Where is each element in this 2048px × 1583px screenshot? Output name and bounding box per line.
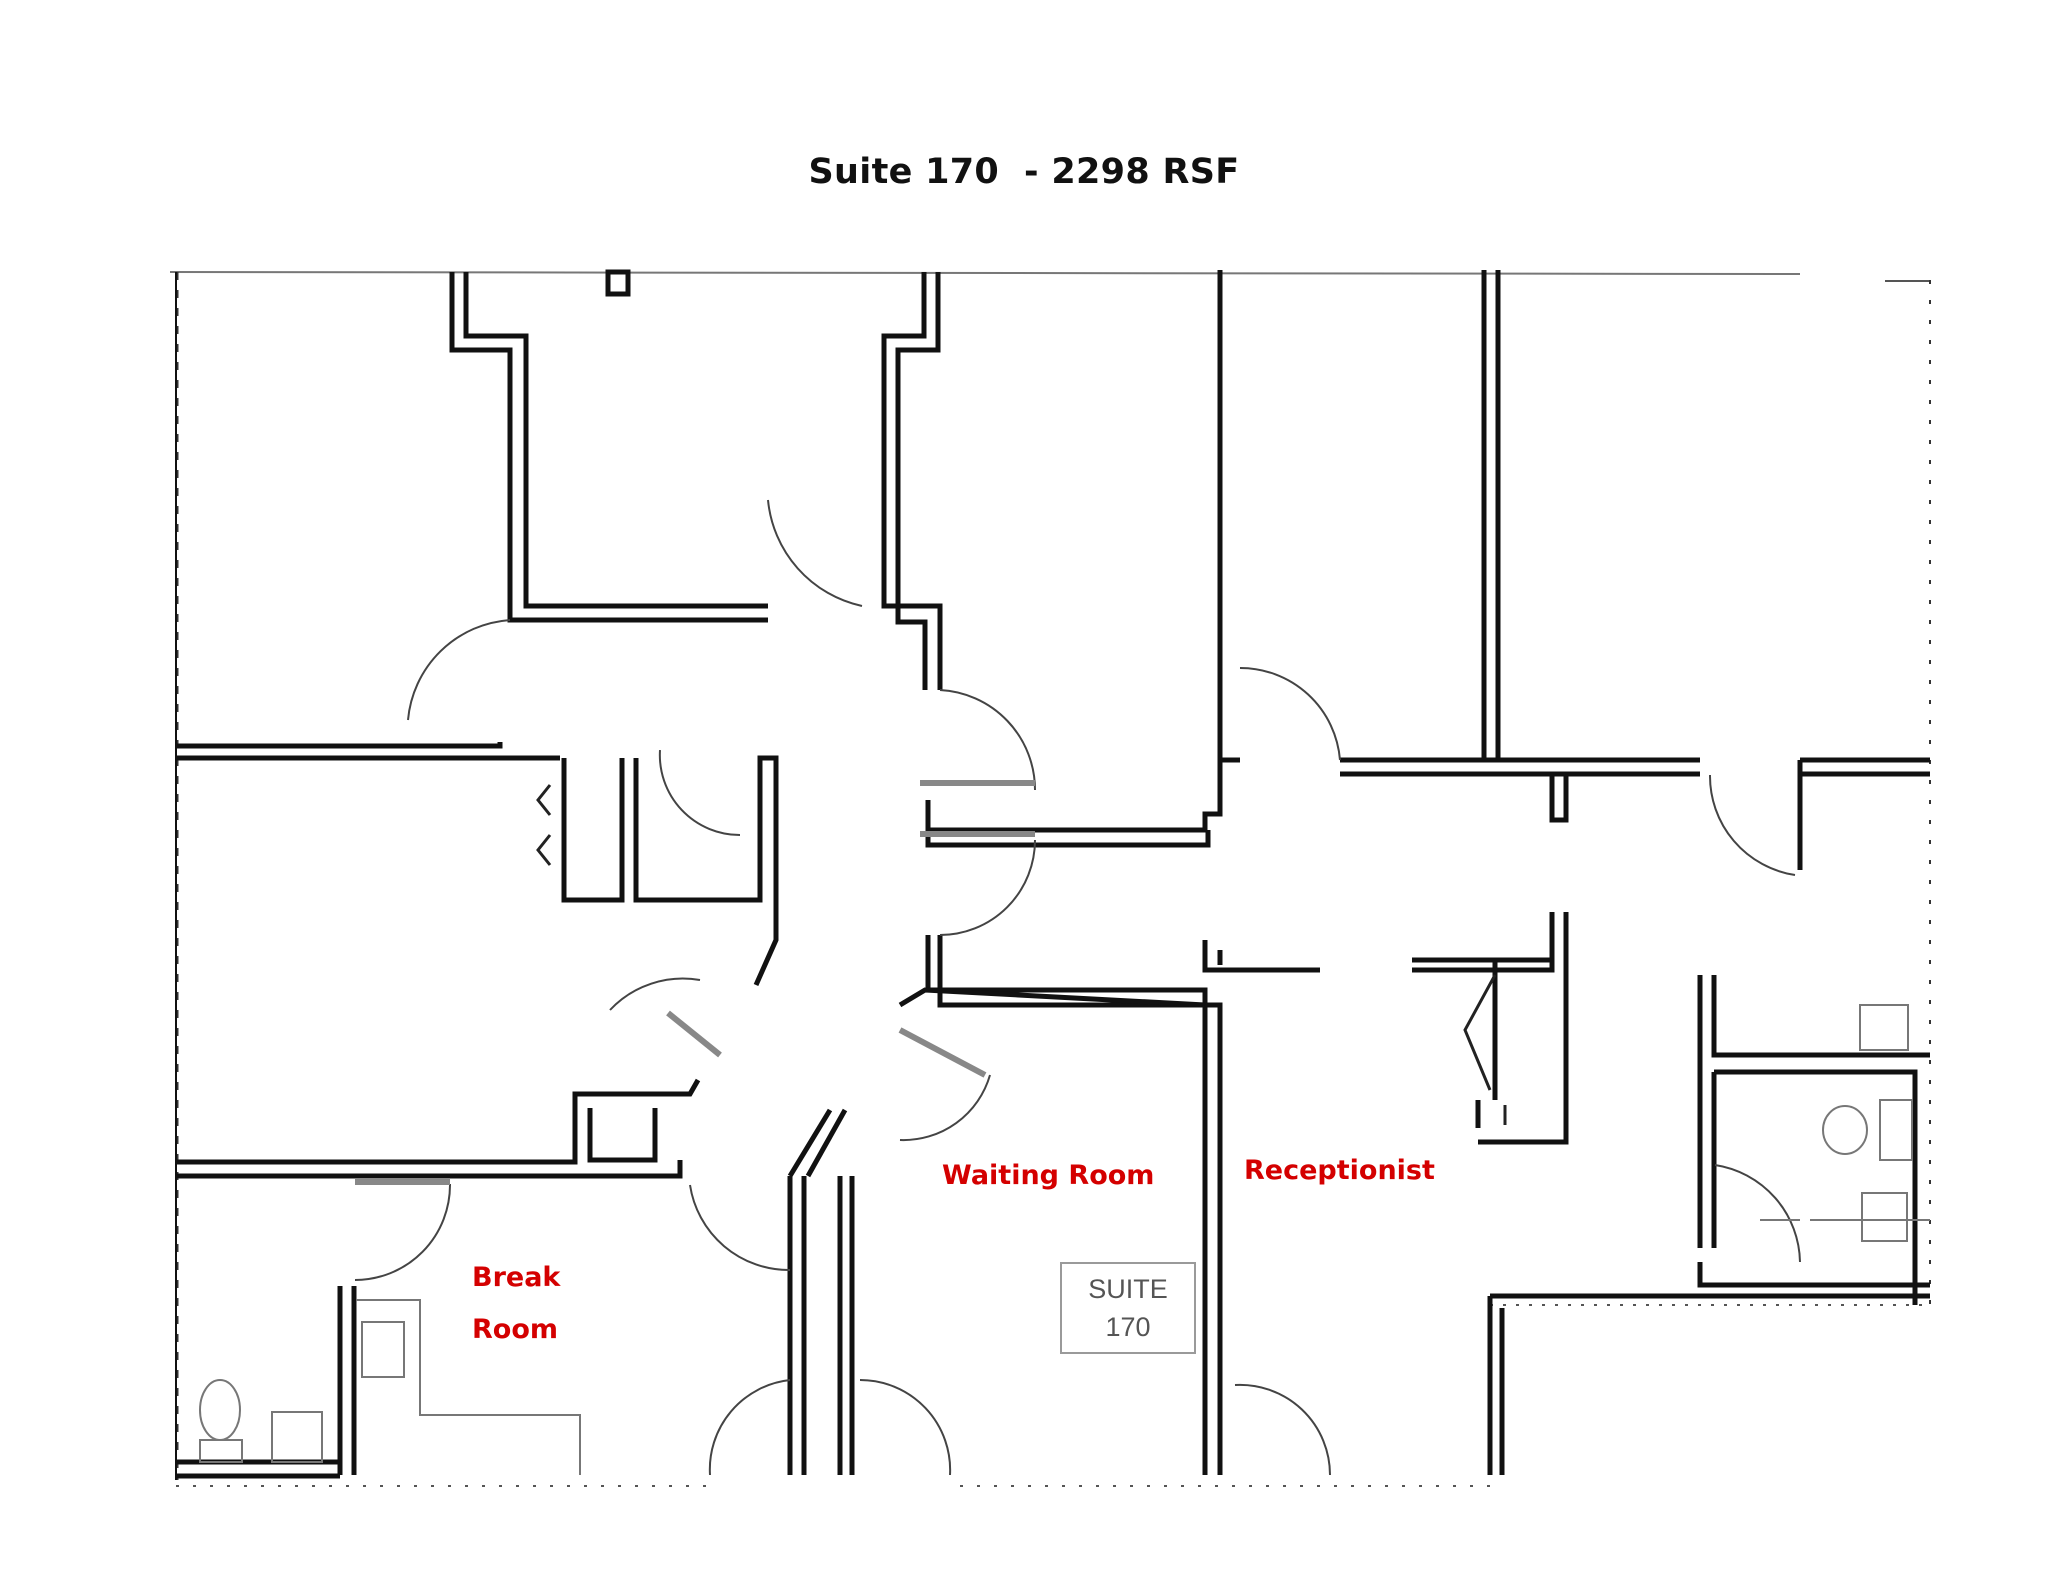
suite-tag: SUITE 170 (1060, 1262, 1196, 1354)
page-title: Suite 170 - 2298 RSF (808, 152, 1240, 192)
suite-tag-line1: SUITE (1088, 1274, 1168, 1304)
break-room-line2: Room (472, 1314, 559, 1345)
suite-tag-line2: 170 (1105, 1312, 1151, 1342)
break-room-line1: Break (472, 1262, 561, 1293)
room-label-waiting-room: Waiting Room (942, 1160, 1155, 1191)
room-label-break-room: Break Room (472, 1252, 560, 1356)
room-label-receptionist: Receptionist (1244, 1155, 1435, 1186)
